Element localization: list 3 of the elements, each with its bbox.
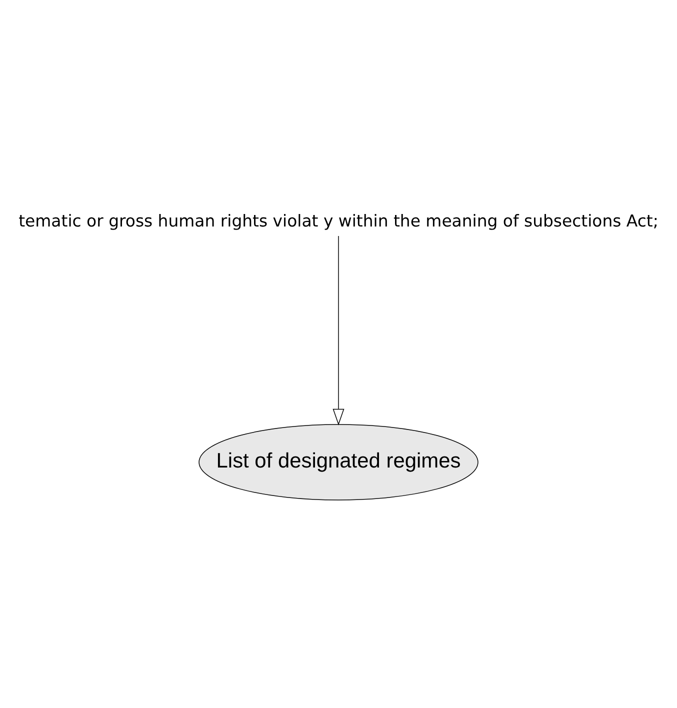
node-ellipse: List of designated regimes	[198, 424, 478, 500]
node-text: tematic or gross human rights violat y within the meaning of subsections Act;	[18, 211, 658, 230]
arrow	[332, 235, 344, 425]
